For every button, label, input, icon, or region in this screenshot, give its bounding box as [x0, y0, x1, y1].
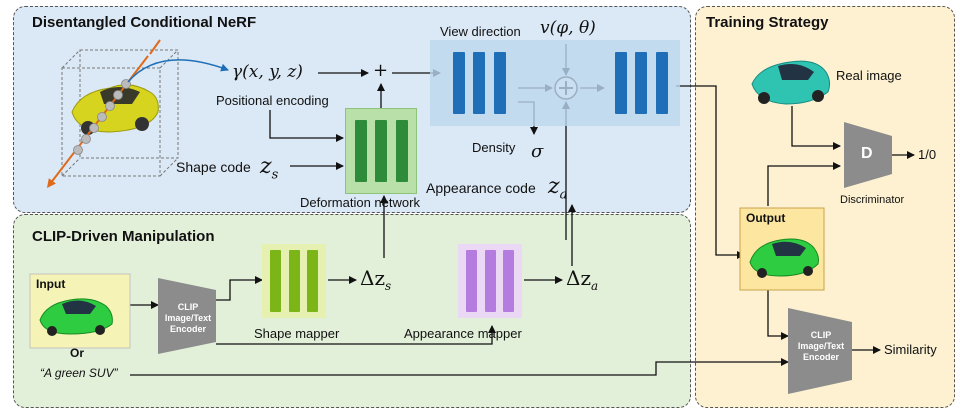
delta-appearance-z: Δz	[566, 266, 591, 290]
density-network-block	[444, 46, 514, 120]
positional-encoding-label: Positional encoding	[216, 93, 329, 108]
discriminator-symbol: D	[861, 145, 873, 162]
nerf-panel-title: Disentangled Conditional NeRF	[32, 14, 257, 31]
clip-encoder-2-shape	[788, 308, 852, 394]
shape-mapper-layer	[269, 250, 281, 312]
appearance-code-z: z	[548, 174, 560, 199]
deformation-network-block	[345, 108, 417, 194]
view-direction-label: View direction	[440, 24, 521, 39]
similarity-label: Similarity	[884, 342, 937, 357]
delta-shape-symbol: Δzs	[360, 266, 391, 293]
input-green-car-icon	[39, 298, 113, 336]
positional-encoding-formula: γ(x, y, z)	[232, 62, 303, 82]
deformation-network-label: Deformation network	[300, 195, 420, 210]
output-green-car-icon	[749, 238, 819, 278]
sample-points	[73, 79, 131, 155]
view-direction-formula: v(φ, θ)	[540, 18, 596, 38]
appearance-code-label: Appearance code	[426, 180, 536, 196]
clip-encoder-text: CLIP Image/Text Encoder	[164, 302, 212, 334]
or-label: Or	[70, 346, 85, 360]
density-layer	[473, 52, 485, 114]
discriminator-shape	[844, 122, 892, 188]
clip-encoder-2-label: CLIP Image/Text Encoder	[790, 330, 852, 363]
discriminator-label: Discriminator	[840, 194, 905, 206]
color-network-block	[606, 46, 676, 120]
clip-encoder-2-text: CLIP Image/Text Encoder	[797, 330, 845, 362]
training-panel-title: Training Strategy	[706, 14, 829, 31]
color-layer	[614, 52, 627, 114]
deformation-layer	[395, 120, 408, 182]
shape-code-z: z	[260, 154, 272, 179]
color-layer	[655, 52, 668, 114]
output-label: Output	[746, 211, 786, 225]
appearance-mapper-layer	[503, 250, 515, 312]
shape-mapper-block	[262, 244, 326, 318]
real-image-teal-car-icon	[751, 60, 831, 105]
shape-mapper-layer	[307, 250, 319, 312]
appearance-code-sub: a	[559, 187, 568, 203]
discriminator-output-label: 1/0	[918, 147, 937, 162]
appearance-code-symbol: za	[548, 174, 567, 202]
clip-panel-title: CLIP-Driven Manipulation	[32, 228, 215, 245]
input-label: Input	[36, 277, 66, 291]
real-image-label: Real image	[836, 68, 902, 83]
yellow-car-icon	[71, 84, 159, 135]
delta-appearance-sub: a	[590, 279, 599, 293]
appearance-mapper-label: Appearance mapper	[404, 326, 522, 341]
appearance-mapper-layer	[465, 250, 477, 312]
shape-code-label: Shape code	[176, 159, 251, 175]
deformation-layer	[354, 120, 367, 182]
delta-appearance-symbol: Δza	[566, 266, 598, 293]
shape-mapper-layer	[288, 250, 300, 312]
shape-code-symbol: zs	[260, 154, 278, 182]
clip-encoder-shape	[158, 278, 216, 354]
delta-shape-sub: s	[384, 279, 392, 293]
appearance-mapper-block	[458, 244, 522, 318]
density-layer	[452, 52, 465, 114]
shape-code-sub: s	[271, 167, 279, 183]
text-prompt-label: “A green SUV”	[40, 366, 118, 380]
sample-to-encoding-arrow	[127, 59, 229, 83]
delta-shape-z: Δz	[360, 266, 385, 290]
color-layer	[635, 52, 647, 114]
density-label: Density	[472, 140, 516, 155]
density-symbol: σ	[531, 141, 544, 162]
shape-mapper-label: Shape mapper	[254, 326, 340, 341]
density-layer	[493, 52, 506, 114]
plus-sign: +	[373, 60, 389, 81]
clip-encoder-label: CLIP Image/Text Encoder	[160, 302, 216, 335]
deformation-layer	[375, 120, 387, 182]
appearance-mapper-layer	[484, 250, 496, 312]
